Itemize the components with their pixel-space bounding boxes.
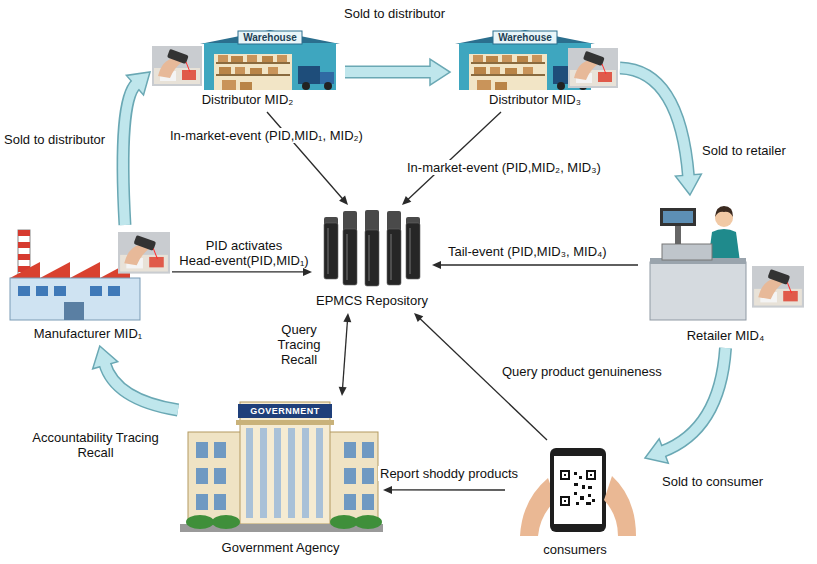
data-arrow — [172, 268, 312, 276]
arrowhead — [675, 174, 701, 195]
arrow-shaft — [267, 112, 343, 200]
arrow-shaft — [662, 348, 726, 452]
edge-label: Sold to distributor — [2, 132, 107, 147]
edge-label: Accountability Tracing Recall — [16, 430, 175, 460]
government-picture — [180, 402, 383, 532]
text-run: Head-event(PID,MID₁) — [179, 253, 308, 268]
node-caption: Distributor MID₂ — [202, 92, 294, 108]
factory-picture — [10, 230, 170, 320]
retailer-picture — [650, 206, 804, 320]
data-arrow — [267, 112, 348, 205]
arrow-shaft — [123, 84, 136, 225]
arrow-outline — [105, 363, 178, 410]
edge-label: Sold to consumer — [660, 474, 765, 489]
node-caption: Retailer MID₄ — [687, 328, 765, 344]
flow-arrow — [345, 59, 450, 85]
warehouse-picture — [152, 30, 340, 90]
arrow-shaft — [407, 112, 501, 200]
arrow-outline — [620, 68, 689, 177]
edge-label: Query product genuineness — [500, 364, 664, 379]
text-run: PID — [206, 238, 228, 253]
phone-picture — [520, 448, 636, 536]
consumer-node: consumers — [505, 440, 645, 562]
node-caption: Distributor MID₃ — [489, 92, 581, 108]
edge-label: Report shoddy products — [378, 466, 520, 481]
edge-label: In-market-event (PID,MID₁, MID₂) — [168, 128, 365, 143]
data-arrow — [383, 486, 505, 494]
data-arrow — [339, 313, 352, 396]
arrow-outline — [345, 66, 432, 79]
node-caption: Government Agency — [222, 540, 340, 556]
node-caption: EPMCS Repository — [316, 293, 428, 309]
text-run: activates — [231, 238, 282, 253]
flow-arrow — [93, 346, 178, 410]
manufacturer-node: Manufacturer MID₁ — [4, 225, 172, 346]
government-node: Government Agency — [178, 396, 383, 560]
arrow-shaft — [345, 67, 432, 77]
edge-label: Query Tracing Recall — [266, 322, 332, 367]
flow-arrow — [123, 72, 150, 225]
arrow-shaft — [390, 489, 505, 490]
arrow-shaft — [172, 271, 305, 272]
sign-text: Warehouse — [493, 31, 557, 44]
arrowhead — [430, 59, 450, 85]
edge-label: Sold to retailer — [700, 143, 788, 158]
edge-label: Sold to distributor — [342, 6, 447, 21]
retailer-node: Retailer MID₄ — [638, 195, 813, 348]
data-arrow — [402, 112, 501, 205]
sign-text: GOVERNMENT — [238, 404, 332, 418]
arrow-shaft — [439, 264, 638, 265]
data-arrow — [432, 261, 638, 269]
arrow-outline — [123, 84, 136, 225]
warehouse-picture — [455, 30, 618, 90]
node-caption: consumers — [543, 542, 607, 558]
repository-node: EPMCS Repository — [312, 205, 432, 313]
arrow-outline — [662, 348, 726, 452]
edge-label: PID activates Head-event(PID,MID₁) — [173, 238, 315, 268]
node-caption: Manufacturer MID₁ — [34, 326, 142, 342]
edge-label: In-market-event (PID,MID₂, MID₃) — [405, 160, 603, 175]
arrow-shaft — [105, 363, 178, 410]
server-picture — [324, 210, 420, 286]
arrow-shaft — [620, 68, 689, 177]
arrow-shaft — [343, 320, 348, 389]
flow-arrow — [620, 68, 701, 195]
edge-label: Tail-event (PID,MID₃, MID₄) — [446, 244, 609, 259]
sign-text: Warehouse — [238, 31, 302, 44]
